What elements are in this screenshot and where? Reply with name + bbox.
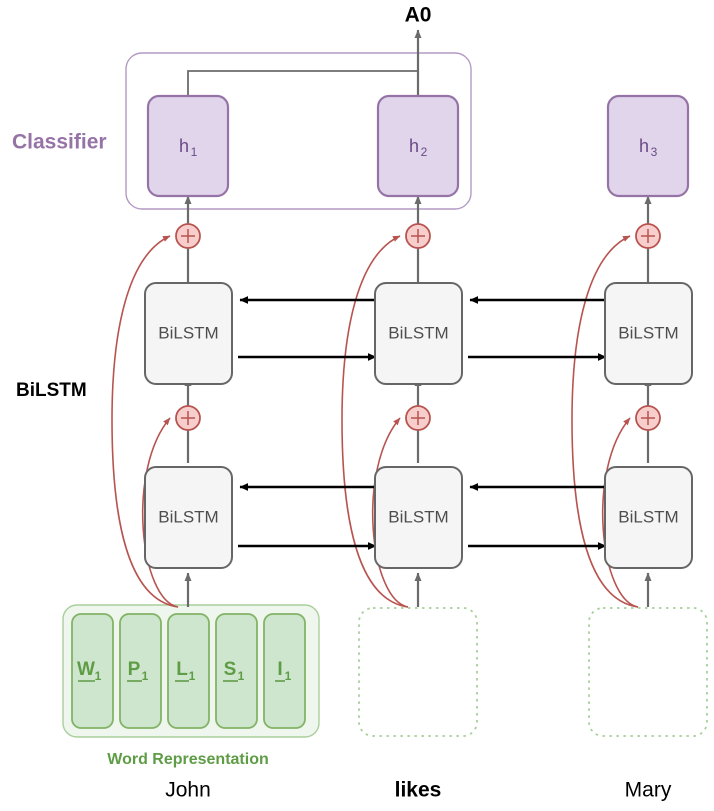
bilstm-box-upper-col1-label: BiLSTM bbox=[158, 323, 218, 342]
word-representation-slot-l-sub: 1 bbox=[189, 669, 196, 683]
bilstm-box-upper-col3[interactable] bbox=[604, 282, 693, 385]
skip-connection-short-col3 bbox=[601, 417, 639, 608]
hidden-state-box-h3[interactable] bbox=[606, 94, 690, 198]
output-label-a0: A0 bbox=[405, 4, 432, 27]
bilstm-box-lower-col1[interactable] bbox=[144, 466, 233, 569]
classifier-h1-output-wire bbox=[187, 70, 418, 97]
hidden-state-sub-h3: 3 bbox=[651, 145, 658, 159]
hidden-state-sub-h1: 1 bbox=[191, 145, 198, 159]
residual-add-node-lower-col1[interactable] bbox=[175, 405, 201, 431]
word-representation-slot-i[interactable] bbox=[263, 613, 306, 729]
hidden-state-sub-h2: 2 bbox=[421, 145, 428, 159]
hidden-state-box-h1[interactable] bbox=[146, 94, 230, 198]
word-representation-placeholder-likes bbox=[358, 607, 478, 737]
residual-add-node-lower-col2[interactable] bbox=[405, 405, 431, 431]
residual-add-node-upper-col2[interactable] bbox=[405, 223, 431, 249]
side-label-bilstm: BiLSTM bbox=[16, 380, 87, 401]
hidden-state-box-h2[interactable] bbox=[376, 94, 460, 198]
residual-add-node-upper-col1[interactable] bbox=[175, 223, 201, 249]
input-word-label-col3: Mary bbox=[625, 779, 672, 802]
word-representation-placeholder-mary bbox=[588, 607, 708, 737]
residual-add-node-lower-col3[interactable] bbox=[635, 405, 661, 431]
hidden-state-label-h3: h bbox=[639, 136, 649, 156]
word-representation-slot-w-sub: 1 bbox=[95, 669, 102, 683]
skip-connection-long-col3 bbox=[571, 235, 639, 608]
classifier-group-container bbox=[125, 52, 472, 210]
word-representation-slot-s-letter: S bbox=[224, 659, 237, 680]
bilstm-box-upper-col2[interactable] bbox=[374, 282, 463, 385]
bilstm-box-lower-col1-label: BiLSTM bbox=[158, 507, 218, 526]
bilstm-box-lower-col2[interactable] bbox=[374, 466, 463, 569]
word-representation-slot-s[interactable] bbox=[215, 613, 258, 729]
bilstm-box-upper-col1[interactable] bbox=[144, 282, 233, 385]
word-representation-slot-p[interactable] bbox=[119, 613, 162, 729]
input-word-label-col1: John bbox=[165, 779, 211, 802]
input-word-label-col2: likes bbox=[395, 779, 442, 802]
skip-connection-long-col1 bbox=[111, 235, 179, 608]
skip-connection-short-col1 bbox=[141, 417, 179, 608]
bilstm-box-lower-col2-label: BiLSTM bbox=[388, 507, 448, 526]
bilstm-box-upper-col3-label: BiLSTM bbox=[618, 323, 678, 342]
word-representation-slot-p-letter: P bbox=[128, 659, 141, 680]
bilstm-box-lower-col3-label: BiLSTM bbox=[618, 507, 678, 526]
word-representation-slot-i-letter: I bbox=[277, 659, 282, 680]
word-representation-caption: Word Representation bbox=[107, 751, 269, 768]
word-representation-slot-w[interactable] bbox=[71, 613, 114, 729]
bilstm-box-lower-col3[interactable] bbox=[604, 466, 693, 569]
side-label-classifier: Classifier bbox=[12, 131, 107, 154]
word-representation-slot-l[interactable] bbox=[167, 613, 210, 729]
hidden-state-label-h1: h bbox=[179, 136, 189, 156]
word-representation-slot-l-letter: L bbox=[176, 659, 188, 680]
word-representation-slot-i-sub: 1 bbox=[285, 669, 292, 683]
hidden-state-label-h2: h bbox=[409, 136, 419, 156]
bilstm-box-upper-col2-label: BiLSTM bbox=[388, 323, 448, 342]
word-representation-slot-s-sub: 1 bbox=[238, 669, 245, 683]
word-representation-slot-w-letter: W bbox=[77, 659, 95, 680]
residual-add-node-upper-col3[interactable] bbox=[635, 223, 661, 249]
skip-connection-short-col2 bbox=[371, 417, 409, 608]
word-representation-slot-p-sub: 1 bbox=[142, 669, 149, 683]
skip-connection-long-col2 bbox=[341, 235, 409, 608]
